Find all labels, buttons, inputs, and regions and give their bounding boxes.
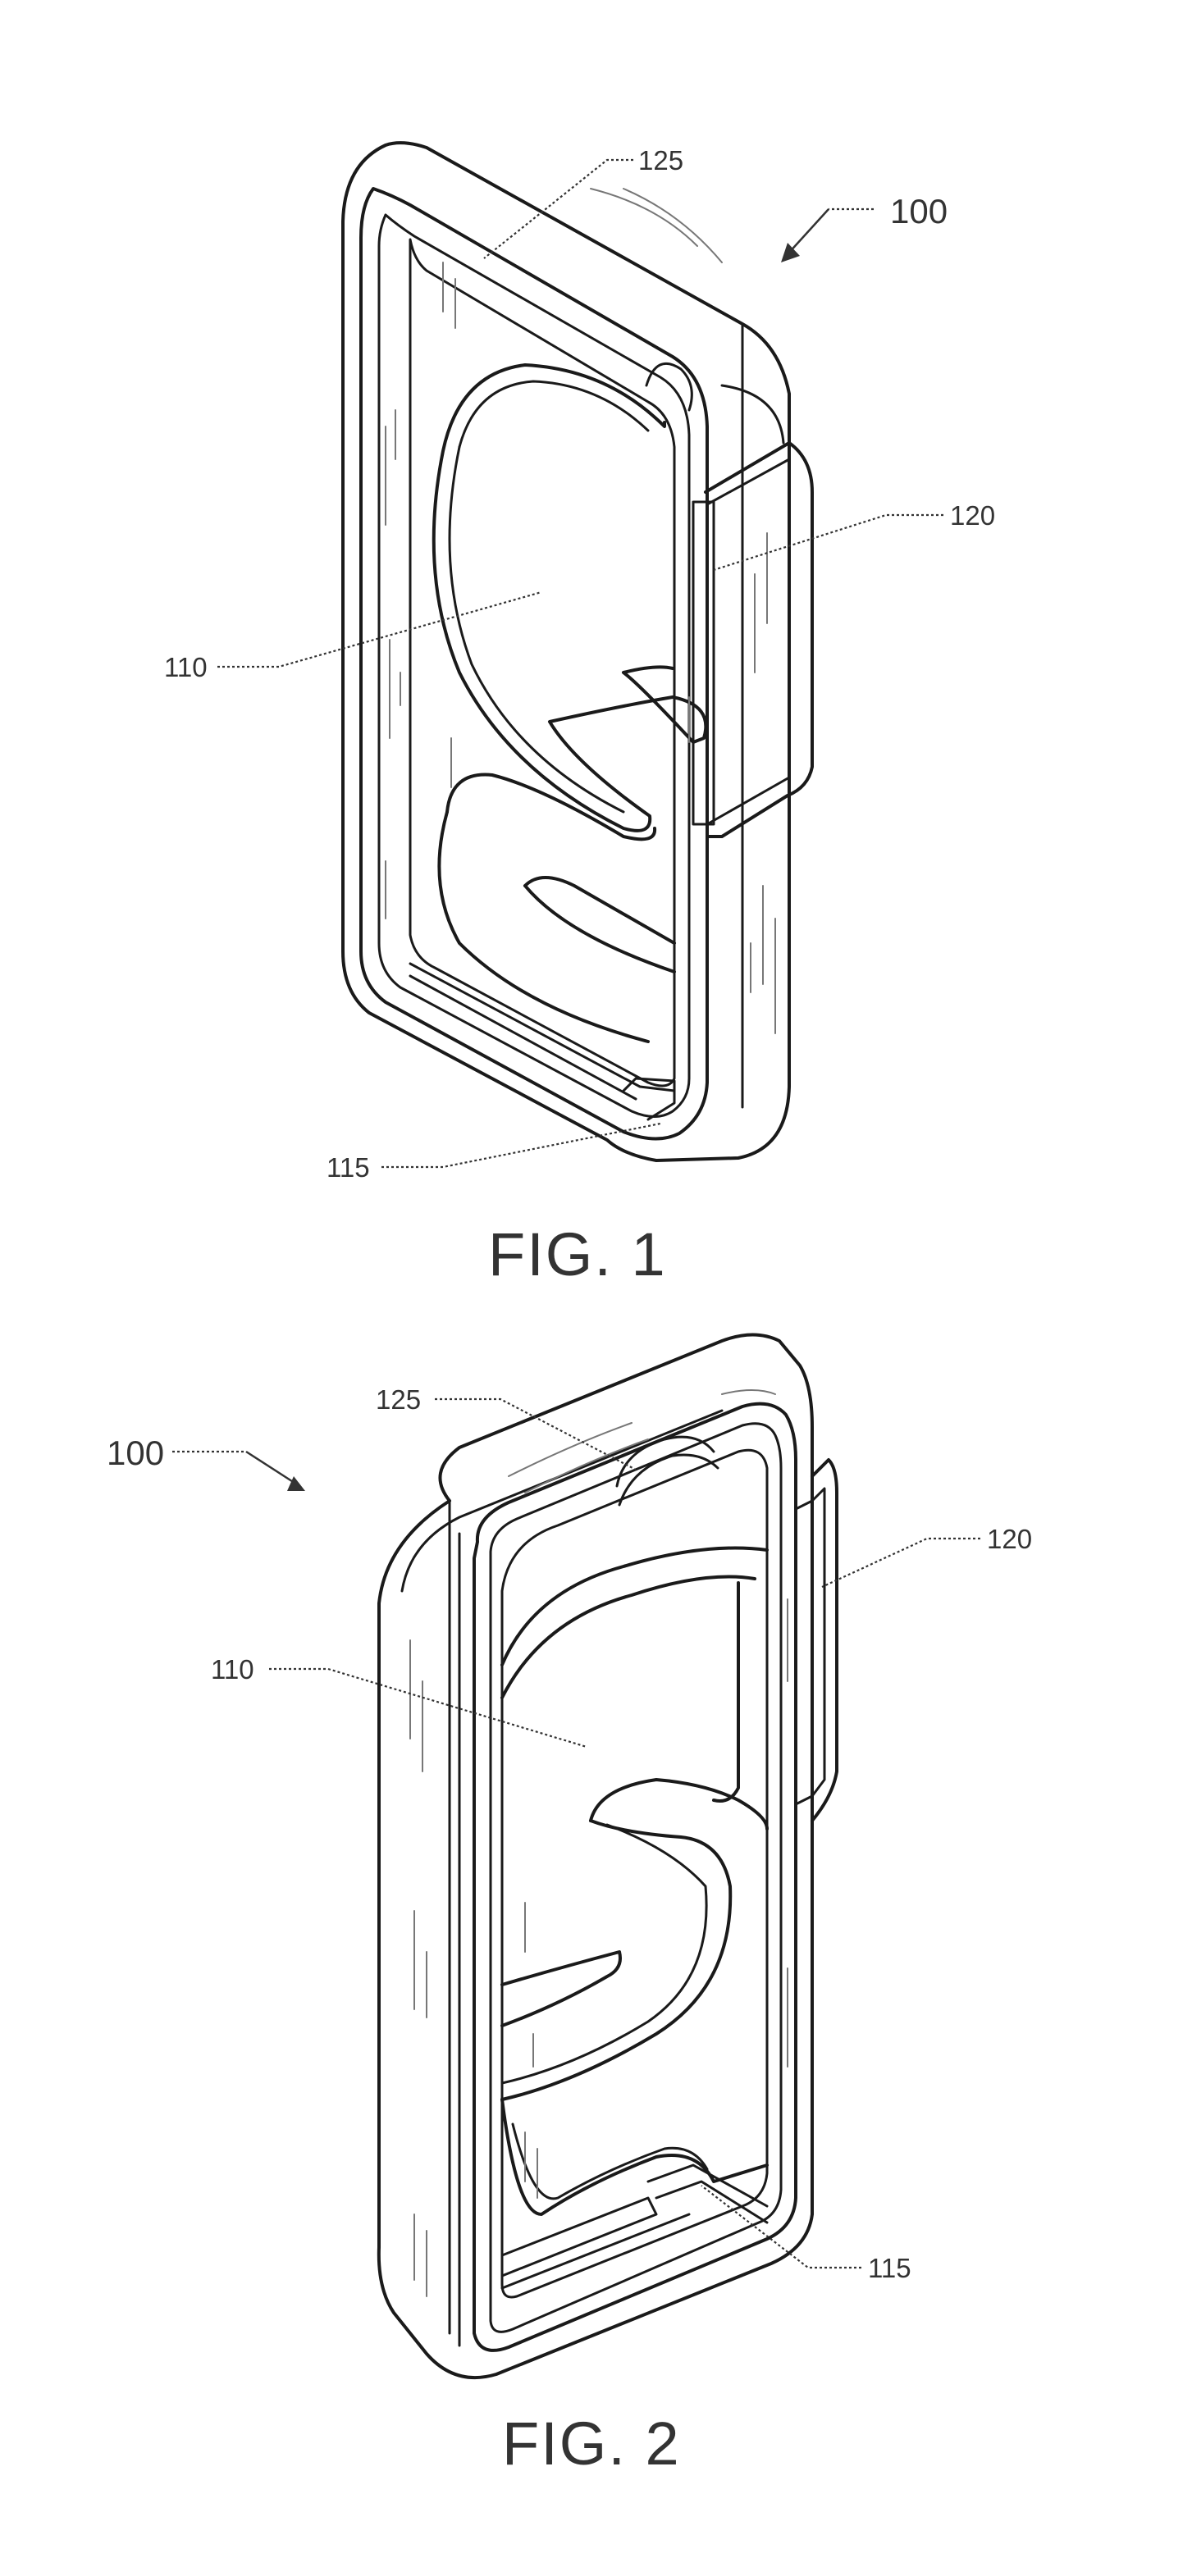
fig1-leader-125 [484, 160, 633, 258]
fig1-case-drawing [343, 143, 812, 1160]
figure-1: 125 100 120 110 115 FIG. 1 [164, 143, 995, 1288]
fig2-label-115: 115 [868, 2253, 911, 2283]
fig2-label-125: 125 [376, 1384, 421, 1415]
fig1-caption: FIG. 1 [488, 1220, 667, 1288]
fig1-leader-120 [714, 515, 943, 570]
fig2-leader-120 [822, 1539, 980, 1587]
fig2-label-100: 100 [107, 1434, 164, 1472]
fig1-label-115: 115 [327, 1152, 370, 1183]
fig1-label-100: 100 [890, 192, 948, 230]
fig2-case-drawing [379, 1335, 837, 2378]
fig2-label-110: 110 [211, 1654, 254, 1685]
fig1-label-110: 110 [164, 652, 208, 682]
fig2-caption: FIG. 2 [502, 2410, 681, 2478]
fig1-label-120: 120 [950, 500, 995, 531]
figure-2: 125 100 120 110 115 FIG. 2 [107, 1335, 1032, 2478]
fig2-leader-110 [269, 1669, 587, 1747]
fig2-label-120: 120 [987, 1524, 1032, 1554]
fig1-label-125: 125 [638, 145, 683, 176]
